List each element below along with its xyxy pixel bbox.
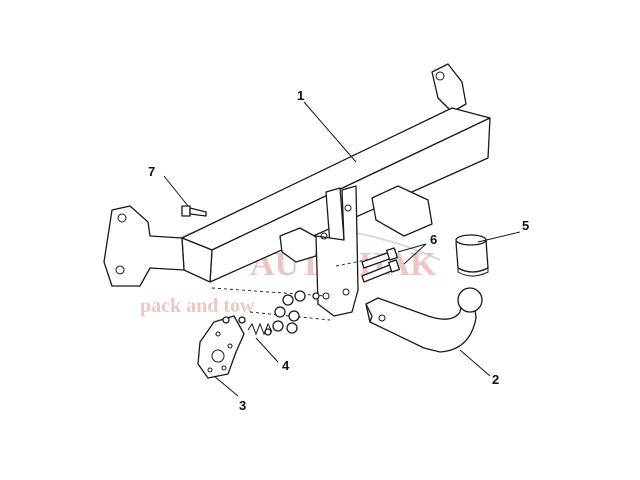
callout-4: 4 (282, 358, 290, 373)
leader-6 (397, 243, 427, 265)
left-bracket-hole-bottom (115, 265, 125, 275)
spring-part-4 (238, 316, 273, 336)
socket-plate-3-hole-a (215, 331, 221, 337)
nut-1 (282, 294, 294, 306)
callout-2: 2 (492, 372, 499, 387)
leader-1 (303, 101, 357, 163)
axis-line-2 (249, 311, 331, 321)
socket-plate-3 (197, 315, 245, 379)
bolt-6a-head (386, 247, 398, 261)
socket-plate-3-hole-c (227, 343, 233, 349)
callout-7: 7 (148, 164, 155, 179)
callout-1: 1 (297, 88, 304, 103)
nut-2 (294, 290, 306, 302)
tow-ball-neck-2-end (365, 303, 373, 323)
socket-plate-part-3 (197, 315, 245, 379)
spring-4-coil (247, 322, 273, 336)
nuts-and-washers (264, 290, 320, 336)
bolt-part-7 (181, 205, 207, 217)
tow-ball-neck-part-2 (365, 287, 483, 353)
nut-6 (286, 322, 298, 334)
tow-ball-2 (457, 287, 483, 313)
bolt-7-shank (189, 207, 207, 217)
leader-2 (459, 349, 491, 377)
socket-plate-3-hole-b (207, 367, 213, 373)
tow-ball-neck-2-pin-hole (378, 314, 386, 322)
nut-3 (274, 306, 286, 318)
drop-bracket-hole-4 (342, 288, 350, 296)
left-bracket-hole-top (117, 213, 127, 223)
ball-cap-5-rim (457, 267, 489, 277)
right-end-bracket (431, 63, 467, 113)
axis-line-1 (211, 287, 327, 297)
socket-plate-3-center-hole (211, 349, 225, 363)
drop-bracket-plate-front (315, 185, 359, 317)
ball-cap-5-top (455, 234, 487, 246)
drop-bracket (315, 185, 359, 317)
drop-bracket-hole-2 (320, 232, 328, 240)
spring-4-washer (238, 316, 246, 324)
left-end-bracket (103, 205, 185, 287)
callout-3: 3 (239, 398, 246, 413)
right-bracket-hole (435, 71, 445, 81)
socket-plate-3-washer (222, 316, 230, 324)
watermark-tagline: pack and tow (140, 295, 255, 317)
nut-5 (272, 320, 284, 332)
drop-bracket-hole-3 (322, 292, 330, 300)
leader-7 (163, 175, 189, 207)
leader-lines (163, 101, 521, 397)
bolts-part-6 (361, 247, 400, 283)
washer-1 (312, 292, 320, 300)
bolt-7-head (181, 205, 191, 217)
mid-mounting-plate-right (371, 185, 433, 237)
socket-plate-3-hole-d (221, 365, 227, 371)
leader-3 (213, 375, 239, 397)
drop-bracket-hole-1 (344, 204, 352, 212)
leader-5 (477, 231, 521, 243)
nut-4 (288, 310, 300, 322)
callout-6: 6 (430, 232, 437, 247)
bolt-6b-head (388, 259, 400, 273)
leader-4 (255, 337, 279, 363)
callout-labels: 1 2 3 4 5 6 7 (148, 88, 529, 413)
callout-5: 5 (522, 218, 529, 233)
